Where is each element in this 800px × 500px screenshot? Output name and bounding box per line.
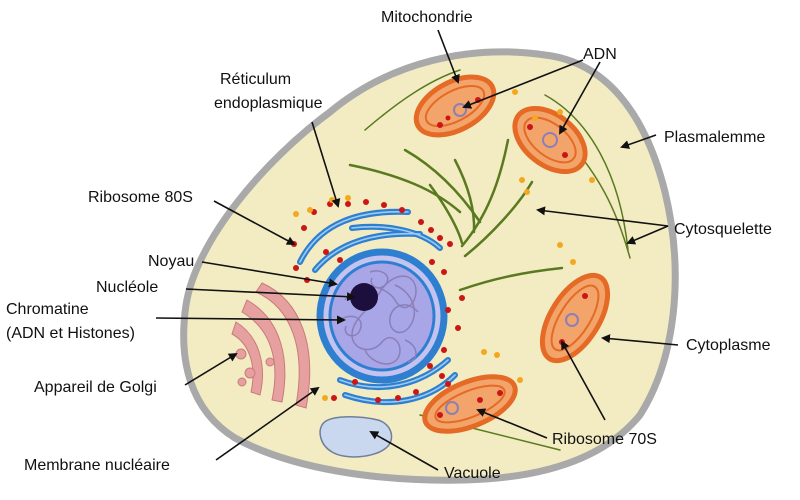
mitochondrion-lower-right xyxy=(539,272,611,364)
label-ribosome80s: Ribosome 80S xyxy=(88,189,193,206)
label-nucleole: Nucléole xyxy=(96,279,158,296)
nucleus xyxy=(316,248,448,384)
ribosomes xyxy=(291,199,465,403)
mitochondrion-bottom xyxy=(422,374,518,434)
vacuole xyxy=(319,416,393,458)
label-chromatine-line1: Chromatine xyxy=(6,301,89,318)
label-reticulum-line2: endoplasmique xyxy=(214,95,323,112)
label-golgi: Appareil de Golgi xyxy=(34,379,157,396)
label-mitochondrie: Mitochondrie xyxy=(381,9,473,26)
label-ribosome70s: Ribosome 70S xyxy=(552,431,657,448)
label-chromatine-line2: (ADN et Histones) xyxy=(6,325,135,342)
labels: Mitochondrie ADN Réticulum endoplasmique… xyxy=(6,9,772,482)
label-plasmalemme: Plasmalemme xyxy=(664,129,765,146)
label-vacuole: Vacuole xyxy=(444,465,501,482)
label-membrane-nucleaire: Membrane nucléaire xyxy=(24,457,170,474)
pointer-lines xyxy=(155,29,679,471)
label-cytosquelette: Cytosquelette xyxy=(674,221,772,238)
label-adn: ADN xyxy=(583,46,617,63)
label-reticulum-line1: Réticulum xyxy=(220,71,291,88)
mitochondrion-right xyxy=(512,105,588,175)
nucleolus xyxy=(350,283,378,311)
label-cytoplasme: Cytoplasme xyxy=(686,337,771,354)
vesicles xyxy=(293,89,595,401)
golgi-apparatus xyxy=(231,282,311,409)
label-noyau: Noyau xyxy=(148,253,194,270)
